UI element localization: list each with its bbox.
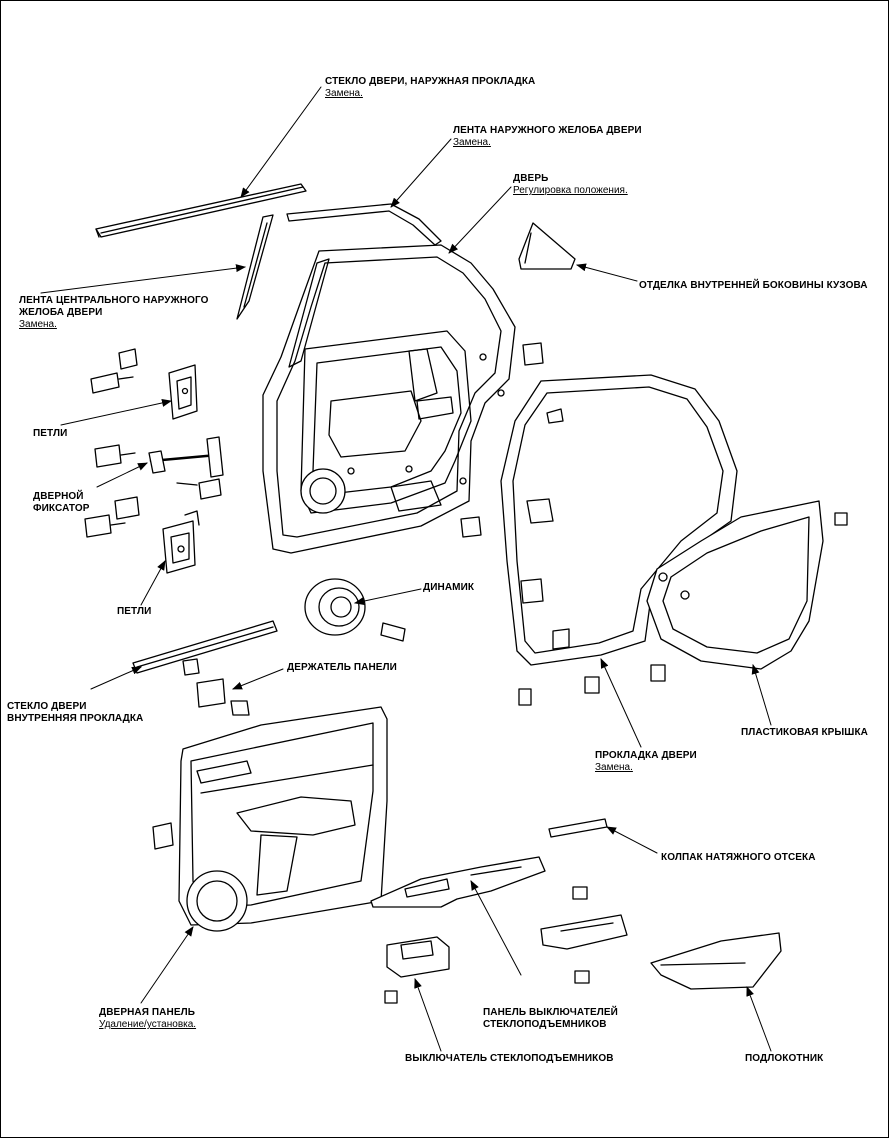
label-title: КОЛПАК НАТЯЖНОГО ОТСЕКА [661, 852, 816, 863]
label-door-seal: ПРОКЛАДКА ДВЕРИ Замена. [595, 750, 697, 774]
label-title: ДВЕРЬ [513, 173, 549, 184]
label-title: ПЛАСТИКОВАЯ КРЫШКА [741, 727, 868, 738]
label-sub: Регулировка положения. [513, 185, 628, 196]
label-title: ОТДЕЛКА ВНУТРЕННЕЙ БОКОВИНЫ КУЗОВА [639, 280, 868, 291]
label-title-line1: ЛЕНТА ЦЕНТРАЛЬНОГО НАРУЖНОГО [19, 295, 209, 306]
label-plastic-cover: ПЛАСТИКОВАЯ КРЫШКА [741, 727, 868, 739]
panel-holder-part [182, 658, 250, 716]
door-panel-part [152, 706, 388, 932]
label-sub: Замена. [595, 762, 633, 773]
label-title: ЛЕНТА НАРУЖНОГО ЖЕЛОБА ДВЕРИ [453, 125, 642, 136]
checker-part [94, 436, 224, 500]
label-sub: Замена. [19, 319, 57, 330]
door-shell-part [262, 244, 516, 554]
label-title: ПОДЛОКОТНИК [745, 1053, 824, 1064]
armrest-part [650, 932, 782, 990]
label-hinge-upper: ПЕТЛИ [33, 428, 67, 440]
label-switch-panel: ПАНЕЛЬ ВЫКЛЮЧАТЕЛЕЙ СТЕКЛОПОДЪЕМНИКОВ [483, 1007, 618, 1031]
label-panel-holder: ДЕРЖАТЕЛЬ ПАНЕЛИ [287, 662, 397, 674]
switch-panel-part [370, 856, 546, 908]
label-title-line2: ВНУТРЕННЯЯ ПРОКЛАДКА [7, 713, 144, 724]
handle-bracket-part [540, 886, 628, 984]
label-title-line1: ПАНЕЛЬ ВЫКЛЮЧАТЕЛЕЙ [483, 1007, 618, 1018]
label-checker: ДВЕРНОЙ ФИКСАТОР [33, 491, 90, 515]
door-seal-part [500, 374, 738, 666]
label-pull-cap: КОЛПАК НАТЯЖНОГО ОТСЕКА [661, 852, 816, 864]
plastic-cover-part [646, 500, 848, 670]
label-door-panel: ДВЕРНАЯ ПАНЕЛЬ Удаление/установка. [99, 1007, 196, 1031]
label-title: СТЕКЛО ДВЕРИ, НАРУЖНАЯ ПРОКЛАДКА [325, 76, 536, 87]
label-title: ДЕРЖАТЕЛЬ ПАНЕЛИ [287, 662, 397, 673]
label-title-line2: ЖЕЛОБА ДВЕРИ [19, 307, 103, 318]
label-armrest: ПОДЛОКОТНИК [745, 1053, 823, 1065]
label-title: ПЕТЛИ [33, 428, 68, 439]
outer-weatherstrip-part [95, 183, 307, 238]
label-window-switch: ВЫКЛЮЧАТЕЛЬ СТЕКЛОПОДЪЕМНИКОВ [405, 1053, 614, 1065]
label-title: ВЫКЛЮЧАТЕЛЬ СТЕКЛОПОДЪЕМНИКОВ [405, 1053, 614, 1064]
label-title: ПРОКЛАДКА ДВЕРИ [595, 750, 697, 761]
label-title-line1: ДВЕРНОЙ [33, 491, 84, 502]
label-outer-weatherstrip: СТЕКЛО ДВЕРИ, НАРУЖНАЯ ПРОКЛАДКА Замена. [325, 76, 535, 100]
label-door: ДВЕРЬ Регулировка положения. [513, 173, 628, 197]
label-title-line2: СТЕКЛОПОДЪЕМНИКОВ [483, 1019, 607, 1030]
speaker-part [304, 578, 406, 642]
pull-cap-part [548, 818, 608, 838]
label-title: ПЕТЛИ [117, 606, 152, 617]
center-strip-part [236, 214, 274, 320]
label-sub: Замена. [325, 88, 363, 99]
label-center-strip: ЛЕНТА ЦЕНТРАЛЬНОГО НАРУЖНОГО ЖЕЛОБА ДВЕР… [19, 295, 208, 331]
label-speaker: ДИНАМИК [423, 582, 474, 594]
leader-lines [40, 86, 772, 1052]
label-outer-channel-strip: ЛЕНТА НАРУЖНОГО ЖЕЛОБА ДВЕРИ Замена. [453, 125, 642, 149]
hinge-lower-part [162, 510, 200, 574]
inner-trim-part [518, 222, 576, 270]
label-title: ДИНАМИК [423, 582, 475, 593]
label-sub: Замена. [453, 137, 491, 148]
label-title: ДВЕРНАЯ ПАНЕЛЬ [99, 1007, 195, 1018]
label-title-line1: СТЕКЛО ДВЕРИ [7, 701, 87, 712]
inner-weatherstrip-part [132, 620, 278, 674]
hinge-upper-part [90, 348, 198, 420]
label-sub: Удаление/установка. [99, 1019, 197, 1030]
clips-part [460, 342, 666, 706]
label-inner-weatherstrip: СТЕКЛО ДВЕРИ ВНУТРЕННЯЯ ПРОКЛАДКА [7, 701, 143, 725]
hinge-bolts-part [84, 496, 140, 538]
label-title-line2: ФИКСАТОР [33, 503, 90, 514]
label-hinge-lower: ПЕТЛИ [117, 606, 151, 618]
label-inner-trim: ОТДЕЛКА ВНУТРЕННЕЙ БОКОВИНЫ КУЗОВА [639, 280, 868, 292]
outer-channel-strip-part [286, 203, 442, 246]
window-switch-part [384, 936, 450, 1004]
